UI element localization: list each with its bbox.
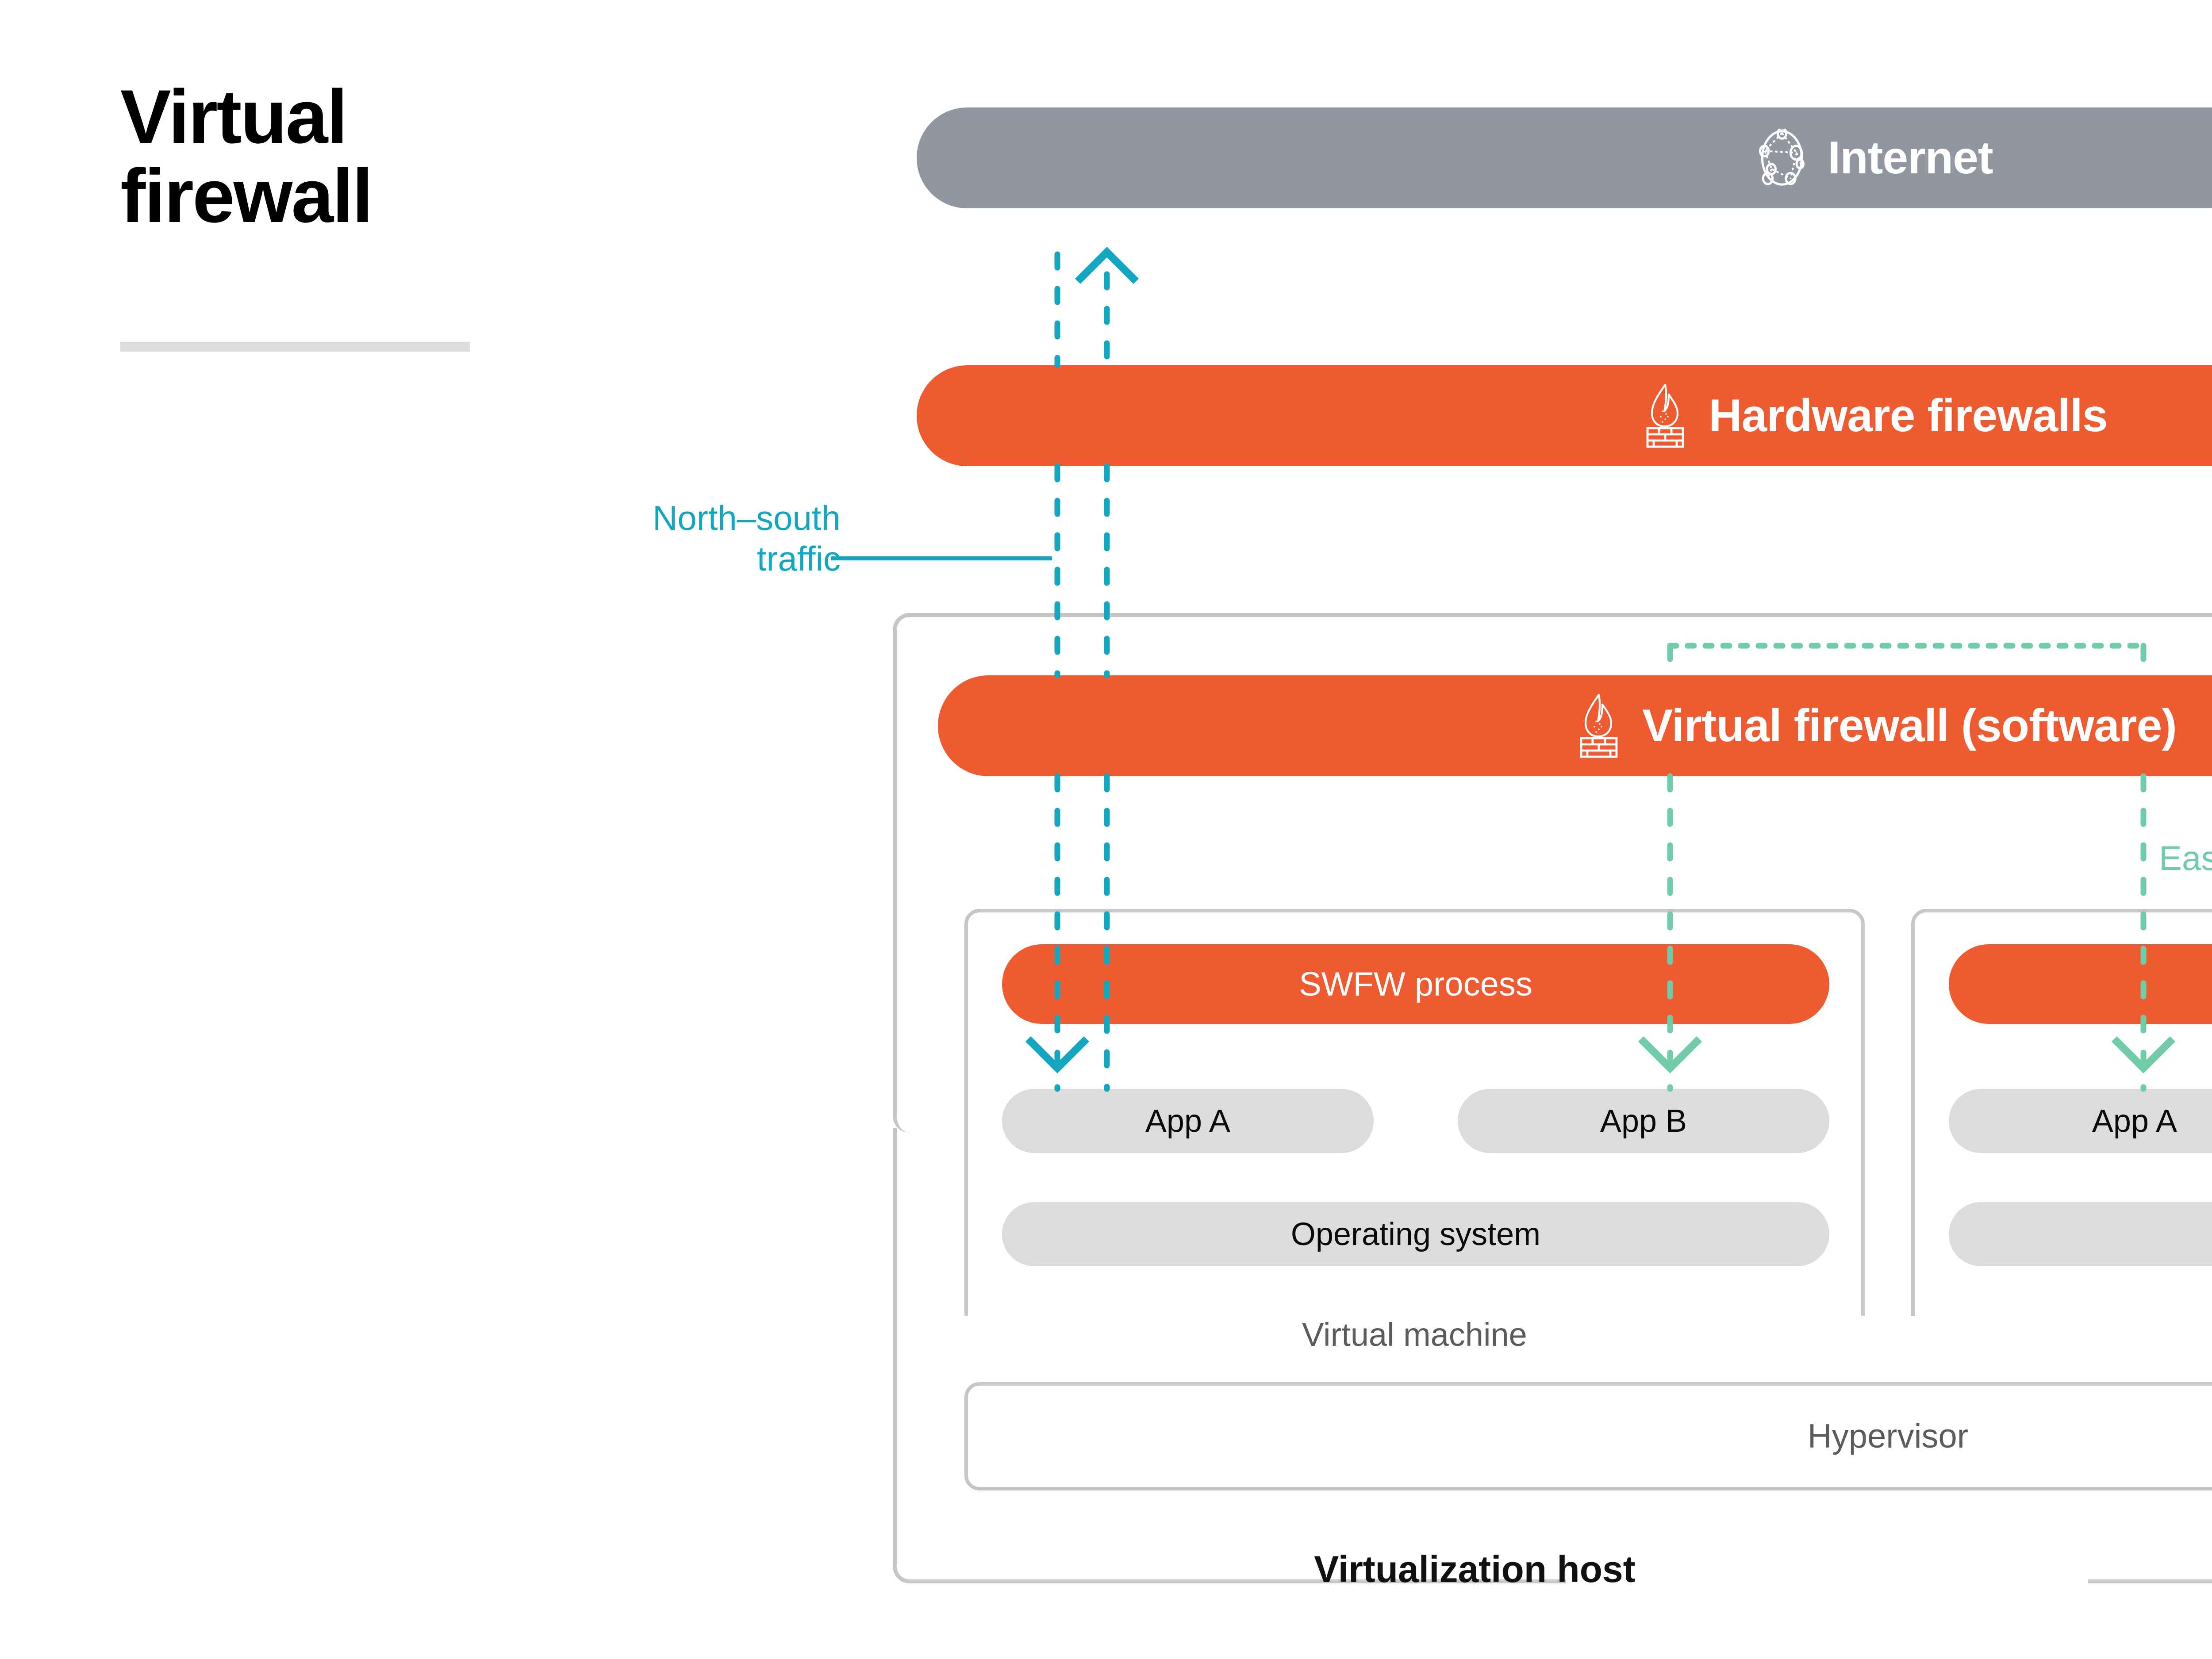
page-title: Virtual firewall [120,74,373,238]
virtual-firewall-bar[interactable]: Virtual firewall (software) [938,675,2212,776]
internet-bar-label: Internet [1828,132,1993,184]
virtualization-host-box-top [893,613,2212,1133]
swfw-process-label: SWFW process [1299,965,1532,1003]
app-pill-a-left[interactable]: App A [1002,1089,1374,1153]
app-label: App A [2092,1103,2177,1139]
title-block: Virtual firewall [120,77,563,236]
firewall-flame-brick-icon [1641,383,1689,448]
host-label-border-gap [1566,1569,2088,1587]
app-label: App A [1145,1103,1231,1139]
virtualization-host-label: Virtualization host [1314,1548,1636,1590]
swfw-process-pill-left[interactable]: SWFW process [1002,944,1829,1024]
north-south-traffic-label: North–south traffic [653,498,841,579]
app-pill-a-right[interactable]: App A [1949,1089,2212,1153]
north-south-connector-line [831,556,1052,560]
app-label: App B [1600,1103,1687,1139]
virtual-machine-label-left: Virtual machine [964,1316,1865,1353]
east-west-traffic-label: East-west traffic [2159,839,2212,877]
ns-flow-arrow-up [1075,246,1139,284]
virtual-machine-label-right: Virtual machine [1911,1316,2212,1353]
hardware-firewalls-label: Hardware firewalls [1709,390,2108,441]
internet-bar[interactable]: Internet [917,107,2212,208]
network-globe-icon [1756,129,1808,187]
operating-system-label: Operating system [1290,1216,1541,1252]
firewall-flame-brick-icon [1575,693,1623,759]
virtual-firewall-label: Virtual firewall (software) [1642,700,2177,751]
title-underline-rule [120,342,470,352]
app-pill-b-left[interactable]: App B [1458,1089,1829,1153]
hardware-firewalls-bar[interactable]: Hardware firewalls [917,365,2212,466]
virtualization-host-box-bottom [893,1128,2212,1583]
operating-system-pill-right[interactable]: Operating system [1949,1202,2212,1266]
virtual-machine-label-text: Virtual machine [1284,1316,1545,1353]
swfw-process-pill-right[interactable]: SWFW process [1949,944,2212,1024]
hypervisor-box[interactable]: Hypervisor [964,1382,2212,1490]
operating-system-pill-left[interactable]: Operating system [1002,1202,1829,1266]
hypervisor-label: Hypervisor [1807,1418,1969,1455]
